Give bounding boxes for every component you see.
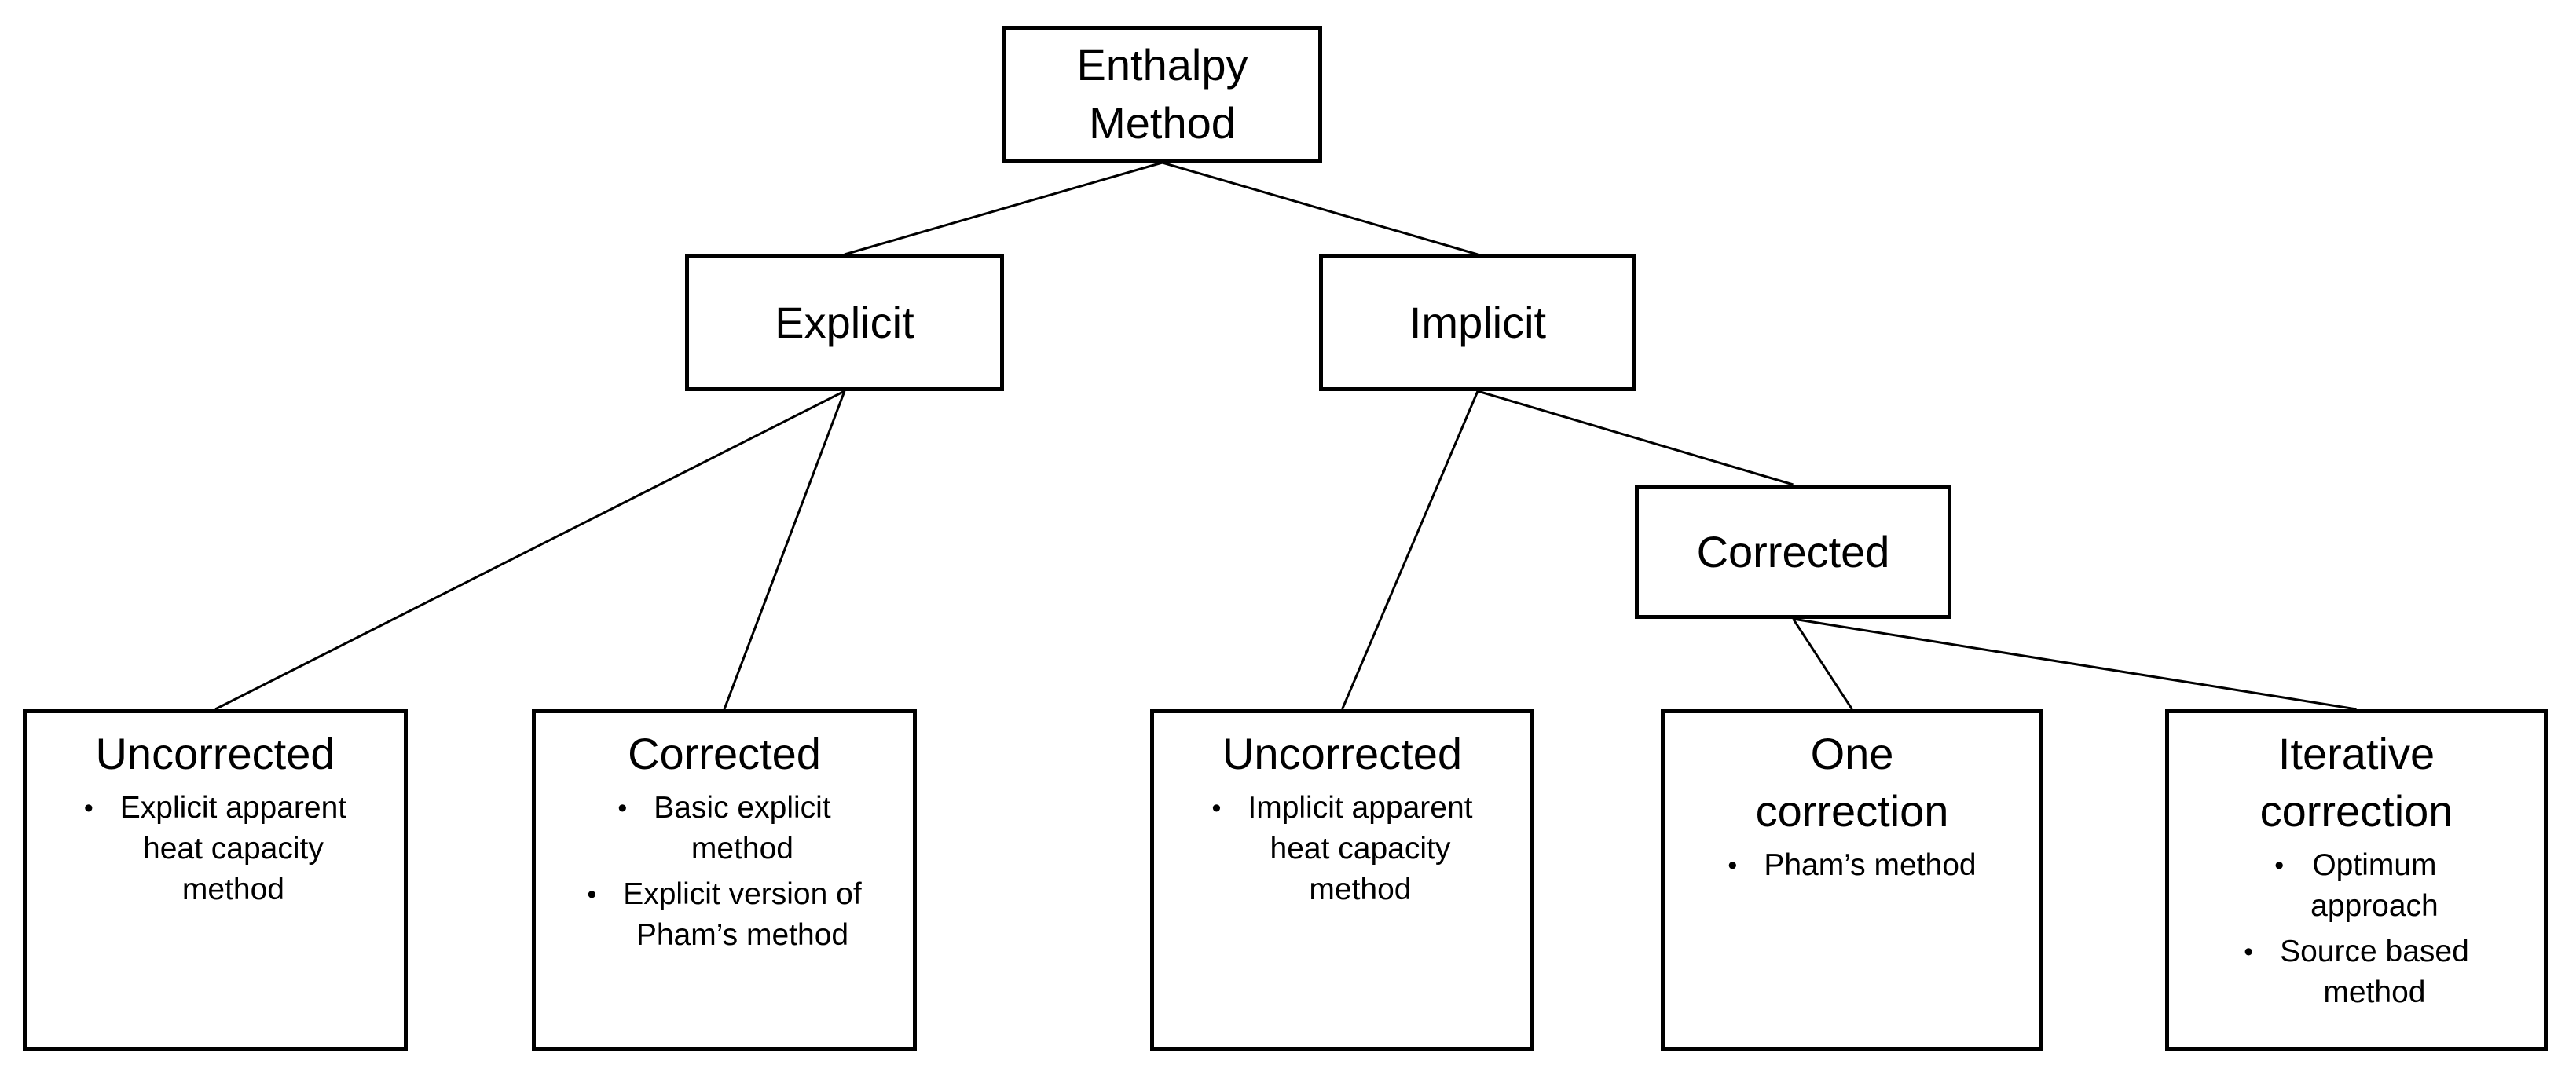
node-implicit-uncorrected: Uncorrected • Implicit apparent heat cap… [1150,709,1534,1051]
list-item: • Explicit apparent heat capacity method [27,788,404,910]
bullet-text: Source based method [2280,934,2469,1009]
node-explicit-corrected: Corrected • Basic explicit method • Expl… [532,709,917,1051]
node-label: Enthalpy Method [1076,40,1248,148]
bullet-text: Implicit apparent heat capacity method [1248,790,1473,906]
list-item: • Pham’s method [1665,845,2039,886]
node-one-correction: One correction • Pham’s method [1661,709,2043,1051]
node-label: Implicit [1409,298,1547,348]
bullet-marker-icon: • [617,792,628,823]
list-item: • Explicit version of Pham’s method [536,874,913,956]
node-corrected: Corrected [1635,485,1951,619]
bullet-list: • Pham’s method [1665,845,2039,886]
list-item: • Implicit apparent heat capacity method [1154,788,1530,910]
node-title: Uncorrected [95,729,335,778]
bullet-list: • Explicit apparent heat capacity method [27,788,404,910]
node-title: One correction [1755,729,1949,836]
node-label: Corrected [1696,526,1890,576]
bullet-marker-icon: • [2244,936,2254,967]
node-title: Corrected [628,729,821,778]
bullet-list: • Optimum approach • Source based method [2169,845,2544,1013]
node-title: Iterative correction [2259,729,2453,836]
node-implicit: Implicit [1319,254,1636,391]
bullet-text: Explicit version of Pham’s method [623,877,862,952]
list-item: • Optimum approach [2169,845,2544,927]
node-iterative-correction: Iterative correction • Optimum approach … [2165,709,2548,1051]
bullet-marker-icon: • [83,792,93,823]
list-item: • Source based method [2169,931,2544,1013]
bullet-marker-icon: • [1728,850,1738,880]
bullet-marker-icon: • [587,879,597,909]
node-explicit-uncorrected: Uncorrected • Explicit apparent heat cap… [23,709,408,1051]
bullet-marker-icon: • [1211,792,1222,823]
bullet-text: Basic explicit method [654,790,831,866]
list-item: • Basic explicit method [536,788,913,869]
bullet-text: Explicit apparent heat capacity method [119,790,347,906]
bullet-text: Optimum approach [2310,847,2439,923]
bullet-marker-icon: • [2274,850,2285,880]
node-title: Uncorrected [1222,729,1463,778]
bullet-list: • Implicit apparent heat capacity method [1154,788,1530,910]
bullet-text: Pham’s method [1764,847,1977,882]
bullet-list: • Basic explicit method • Explicit versi… [536,788,913,956]
node-label: Explicit [775,298,914,348]
node-enthalpy-method: Enthalpy Method [1002,26,1322,163]
node-explicit: Explicit [685,254,1004,391]
